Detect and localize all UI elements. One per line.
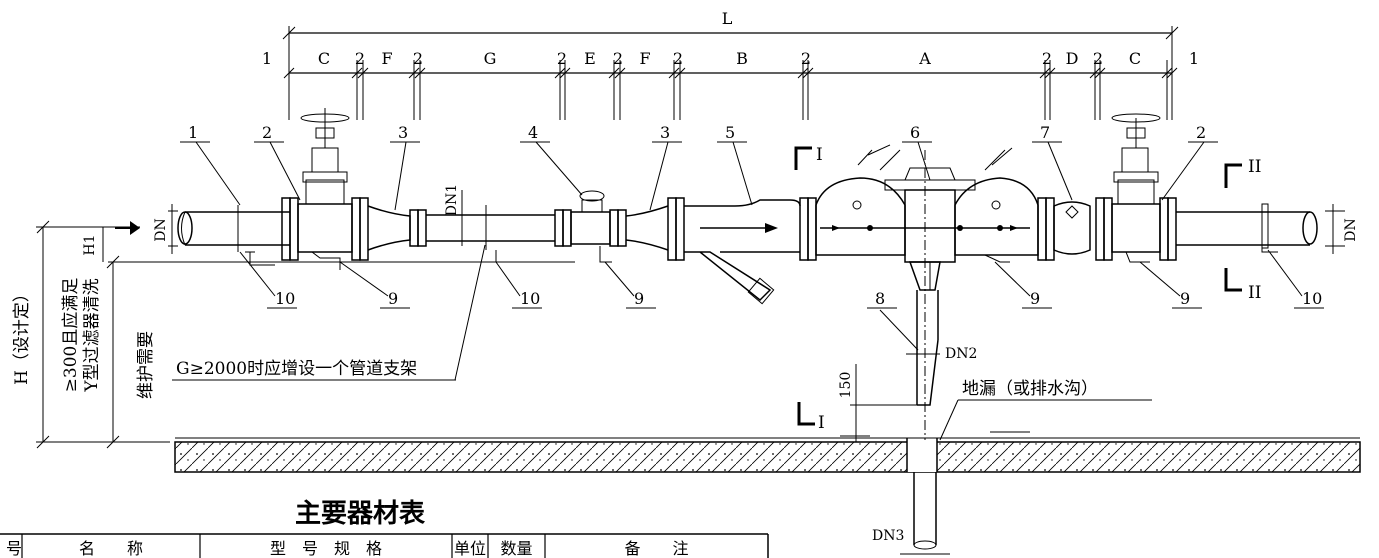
segment-label: G [484,49,497,68]
segment-label: 2 [1042,49,1052,68]
callout-number: 9 [388,289,398,308]
segment-label: E [584,49,596,68]
callout-number: 9 [1030,289,1040,308]
callout-number: 10 [1302,289,1322,308]
dn3-label: DN3 [872,528,904,544]
callout-number: 7 [1040,123,1050,142]
segment-label: B [736,49,748,68]
section-1-bottom-label: I [818,413,825,433]
segment-label: 1 [1189,49,1199,68]
overall-dimension-label: L [722,9,733,28]
materials-table: 主要器材表 号 名 称 型 号 规 格 单位数量 备 注 [0,499,769,558]
callout-number: 8 [875,289,885,308]
callout-number: 2 [1196,123,1206,142]
floor-slab: DN3 [174,431,1361,555]
segment-label: 2 [355,49,365,68]
table-header-cell: 型 号 规 格 [270,539,382,558]
segment-label: A [918,49,931,68]
section-2-bottom-label: II [1248,283,1261,303]
segment-label: 2 [613,49,623,68]
h1-label: H1 [82,234,98,255]
segment-label: 2 [413,49,423,68]
dn-right-label: DN [1343,218,1359,241]
callout-number: 3 [398,123,408,142]
segment-label: F [639,49,650,68]
height-requirement-text-1: ≥300且应满足 [61,278,81,393]
callout-number: 9 [634,289,644,308]
notes: G≥2000时应增设一个管道支架 地漏（或排水沟） [172,244,1152,441]
height-main-text: H（设计定） [12,285,32,385]
height-requirement-text-2: Y型过滤器清洗 [82,278,102,392]
callout-number: 5 [725,123,735,142]
segment-label: 2 [557,49,567,68]
table-header-cell: 数量 [500,539,532,558]
segment-label: F [381,49,392,68]
dn-left-label: DN [153,218,169,241]
section-2-top-label: II [1248,157,1261,177]
table-header-cell: 名 称 [79,539,143,558]
callout-number: 3 [660,123,670,142]
callout-leaders: 1 2 3 4 3 5 6 7 2 10 9 10 9 8 9 9 10 [180,123,1324,351]
segment-label: C [1129,49,1141,68]
segment-label: C [318,49,330,68]
callout-number: 1 [188,123,198,142]
callout-number: 10 [275,289,295,308]
table-header-cell: 单位 [454,539,486,558]
callout-number: 4 [528,123,538,142]
section-1-top-label: I [816,145,823,165]
segment-label: 2 [1093,49,1103,68]
dim-150-label: 150 [838,372,854,399]
segment-label: 2 [801,49,811,68]
support-note: G≥2000时应增设一个管道支架 [176,359,417,379]
segment-label: D [1066,49,1079,68]
floor-drain-note: 地漏（或排水沟） [962,379,1098,399]
callout-number: 9 [1180,289,1190,308]
callout-number: 6 [910,123,920,142]
table-header-cell: 号 [6,539,22,558]
height-annotation: H1 H（设计定） ≥300且应满足 Y型过滤器清洗 维护需要 [12,220,575,449]
table-title: 主要器材表 [295,499,426,529]
segment-label: 1 [262,49,272,68]
pipeline: DN DN1 [153,108,1359,442]
dn2-label: DN2 [945,346,977,362]
table-header-cell: 备 注 [624,539,688,558]
section-marks: I I II II [794,145,1261,433]
height-requirement-text-3: 维护需要 [136,331,156,399]
overall-dimension: L [282,9,1179,80]
callout-number: 2 [262,123,272,142]
callout-number: 10 [520,289,540,308]
dn1-label: DN1 [444,184,460,216]
segment-label: 2 [673,49,683,68]
